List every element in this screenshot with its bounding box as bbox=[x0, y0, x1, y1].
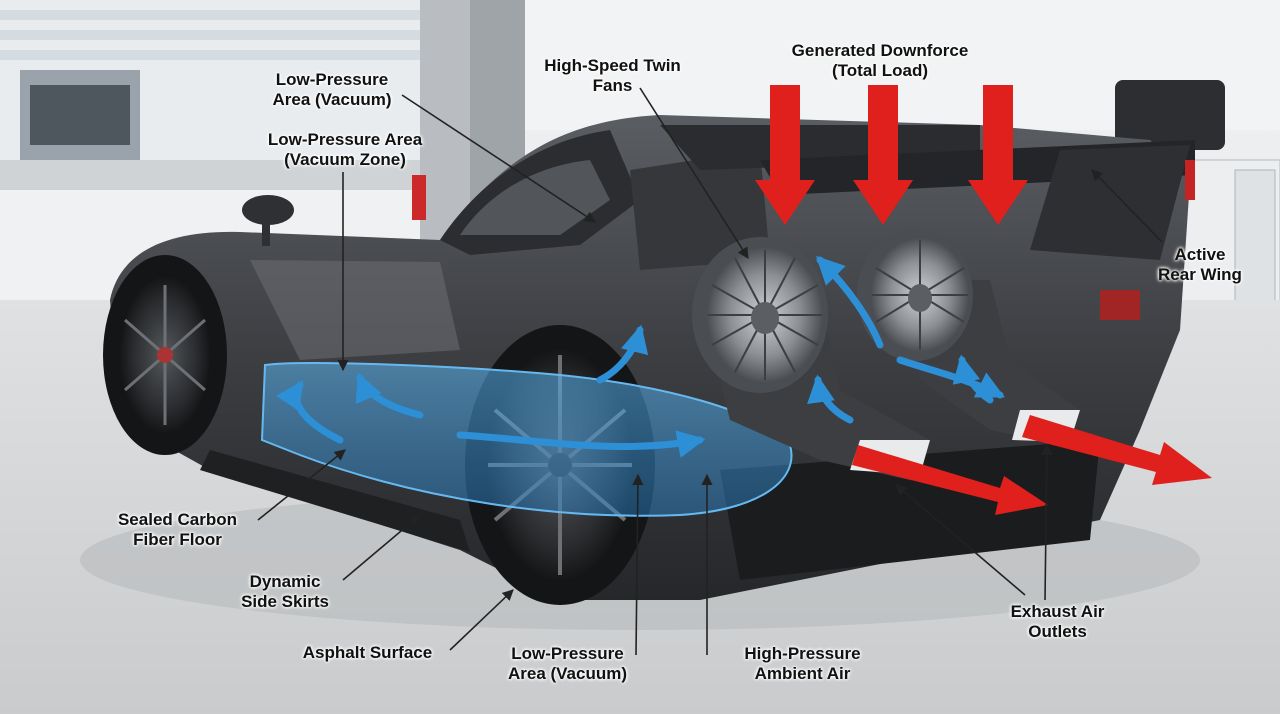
downforce-arrow bbox=[853, 85, 913, 225]
airflow-arrows bbox=[275, 256, 1006, 458]
label-exhaust-air-outlets: Exhaust Air Outlets bbox=[1010, 602, 1105, 641]
exhaust-arrow bbox=[1022, 415, 1212, 485]
label-high-pressure-ambient: High-Pressure Ambient Air bbox=[744, 644, 861, 683]
label-generated-downforce: Generated Downforce (Total Load) bbox=[791, 41, 969, 80]
downforce-arrow bbox=[968, 85, 1028, 225]
label-asphalt-surface: Asphalt Surface bbox=[302, 643, 433, 662]
airflow-arrow bbox=[816, 256, 884, 349]
label-low-pressure-vacuum-zone: Low-Pressure Area (Vacuum Zone) bbox=[267, 130, 423, 169]
airflow-arrow bbox=[896, 356, 1006, 399]
airflow-arrow bbox=[807, 374, 854, 424]
label-low-pressure-vacuum-bottom: Low-Pressure Area (Vacuum) bbox=[507, 644, 628, 683]
airflow-arrow bbox=[275, 380, 344, 444]
airflow-arrow bbox=[596, 324, 649, 384]
downforce-arrow bbox=[755, 85, 815, 225]
exhaust-arrows bbox=[852, 415, 1212, 515]
label-high-speed-twin-fans: High-Speed Twin Fans bbox=[544, 56, 681, 95]
label-dynamic-side-skirts: Dynamic Side Skirts bbox=[241, 572, 329, 611]
downforce-arrows bbox=[755, 85, 1028, 225]
airflow-arrow bbox=[355, 372, 424, 419]
fan-right bbox=[857, 229, 973, 361]
airflow-arrow bbox=[456, 430, 706, 458]
front-wheel bbox=[103, 255, 227, 455]
label-low-pressure-vacuum-top: Low-Pressure Area (Vacuum) bbox=[272, 70, 392, 109]
label-active-rear-wing: Active Rear Wing bbox=[1158, 245, 1242, 284]
fan-left bbox=[692, 237, 828, 393]
leader-lines bbox=[257, 87, 1163, 656]
exhaust-arrow bbox=[852, 445, 1048, 515]
label-sealed-carbon-floor: Sealed Carbon Fiber Floor bbox=[117, 510, 238, 549]
